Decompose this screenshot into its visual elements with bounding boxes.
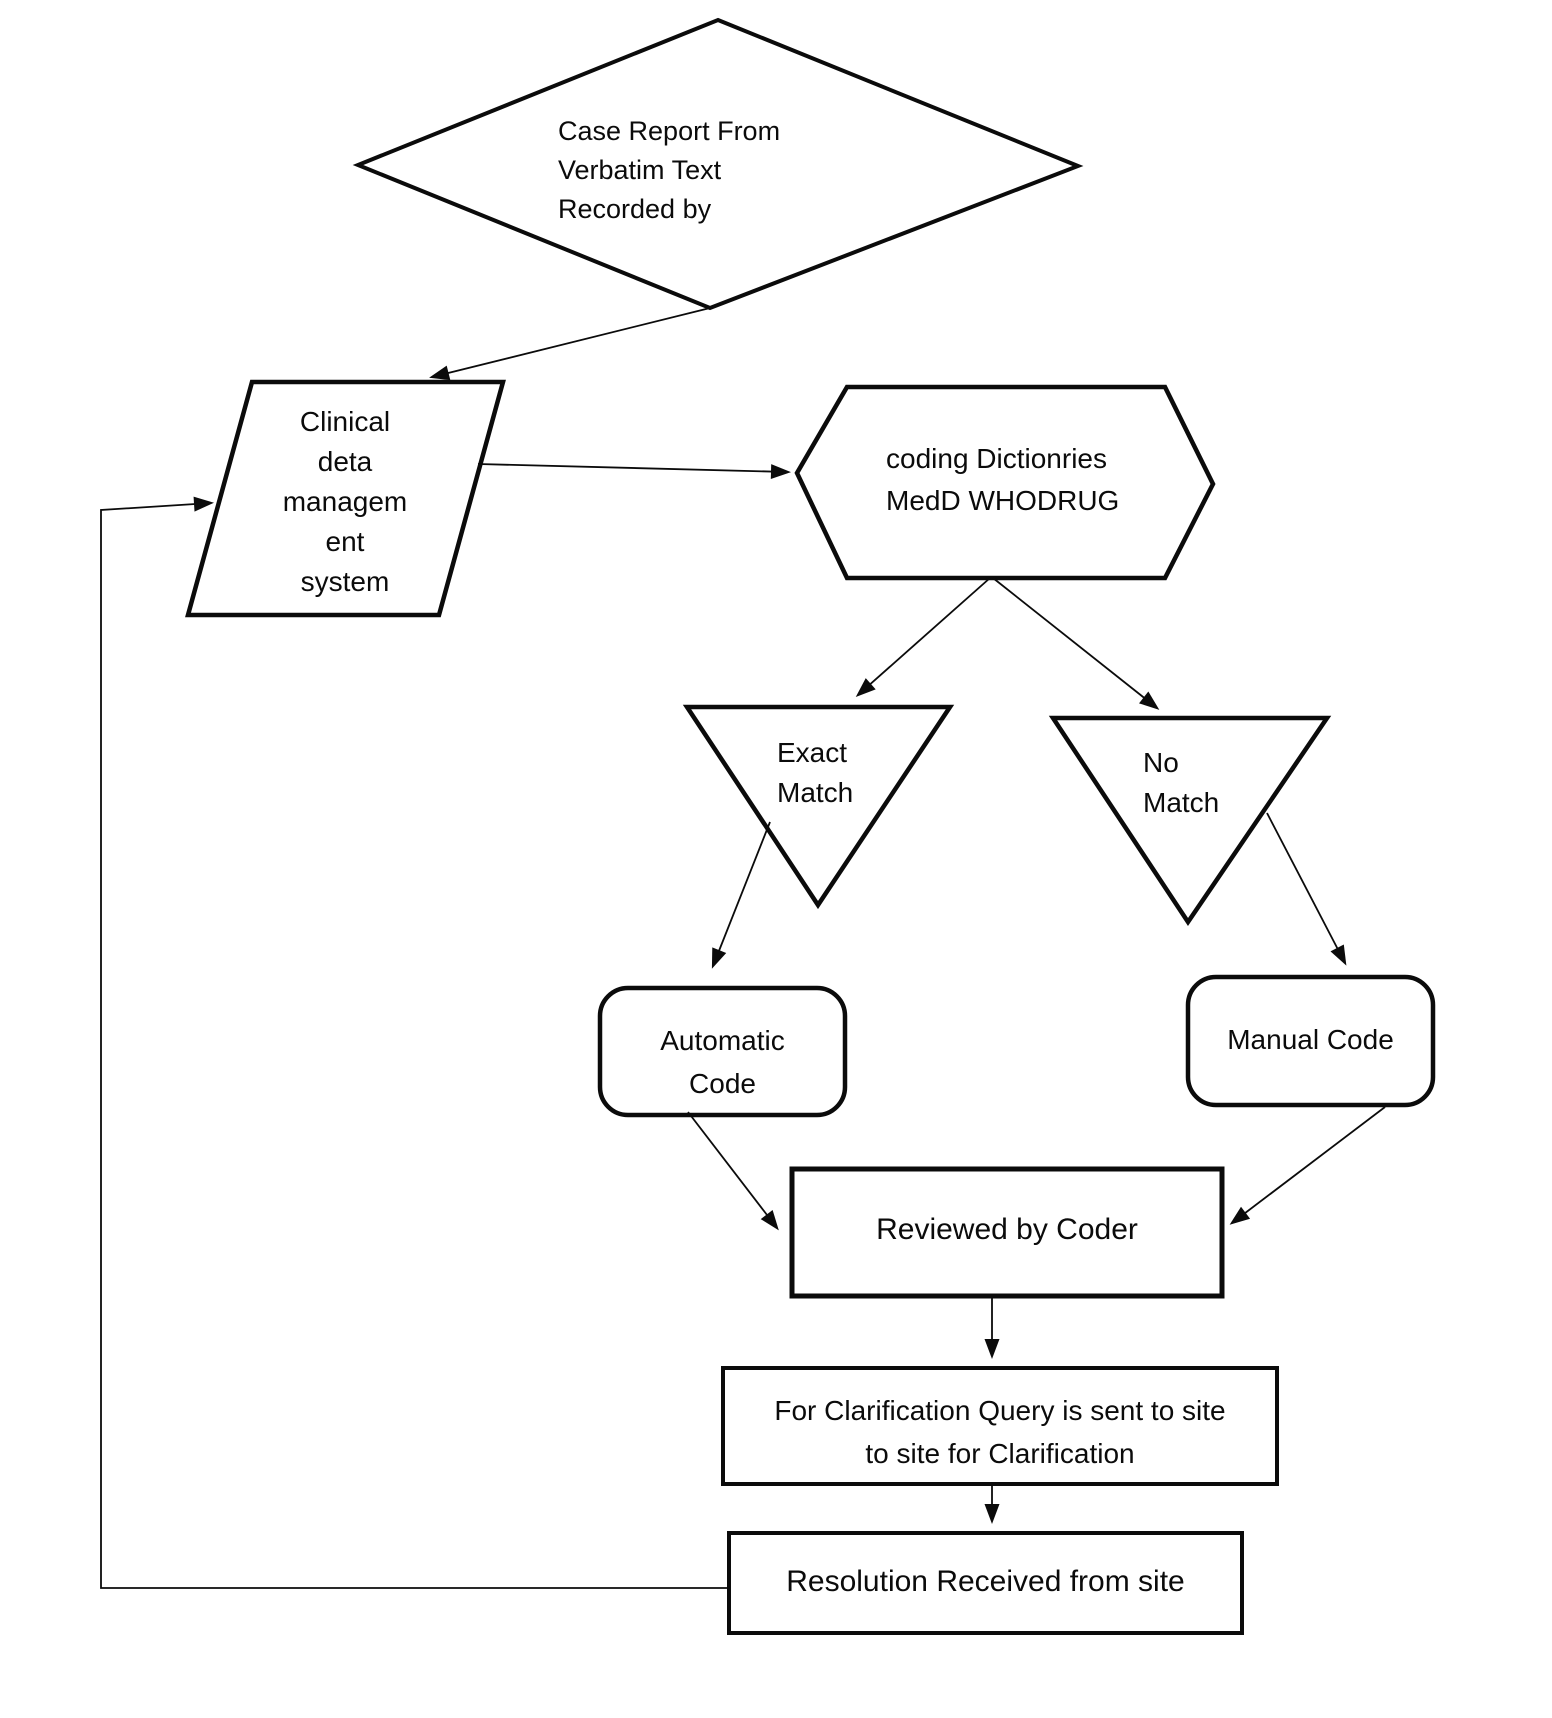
edge-dictionaries-to-exact-match bbox=[855, 577, 991, 697]
exact-match-label: Exact Match bbox=[777, 737, 854, 808]
case-report-label: Case Report From Verbatim Text Recorded … bbox=[558, 116, 781, 224]
resolution-received-box bbox=[727, 1531, 1244, 1635]
edge-exact-match-to-automatic-code bbox=[711, 821, 771, 969]
clinical-data-management-parallelogram bbox=[185, 379, 506, 618]
clarification-query-label: For Clarification Query is sent to site … bbox=[774, 1395, 1226, 1469]
clinical-data-management-label: Clinical deta managem ent system bbox=[282, 406, 408, 597]
clarification-query-box bbox=[721, 1366, 1279, 1486]
edge-case-report-to-cdms bbox=[429, 307, 711, 381]
reviewed-by-coder-label: Reviewed by Coder bbox=[876, 1213, 1138, 1246]
edge-resolution-feedback-to-cdms bbox=[100, 496, 729, 1589]
coding-dictionaries-label: coding Dictionries MedD WHODRUG bbox=[886, 443, 1120, 516]
edge-manual-code-to-reviewed bbox=[1229, 1106, 1386, 1225]
reviewed-by-coder-box bbox=[789, 1166, 1225, 1299]
automatic-code-label: Automatic Code bbox=[660, 1025, 785, 1099]
no-match-label: No Match bbox=[1143, 747, 1220, 818]
resolution-received-label: Resolution Received from site bbox=[786, 1565, 1185, 1598]
edge-cdms-to-dictionaries bbox=[477, 463, 791, 480]
edge-no-match-to-manual-code bbox=[1266, 812, 1347, 966]
edge-dictionaries-to-no-match bbox=[992, 577, 1160, 710]
exact-match-triangle bbox=[682, 704, 955, 910]
automatic-code-box bbox=[597, 985, 848, 1118]
edge-automatic-code-to-reviewed bbox=[687, 1111, 779, 1231]
manual-code-box bbox=[1185, 974, 1436, 1108]
no-match-triangle bbox=[1048, 715, 1332, 927]
manual-code-label: Manual Code bbox=[1227, 1024, 1394, 1055]
coding-dictionaries-hexagon bbox=[794, 384, 1216, 581]
